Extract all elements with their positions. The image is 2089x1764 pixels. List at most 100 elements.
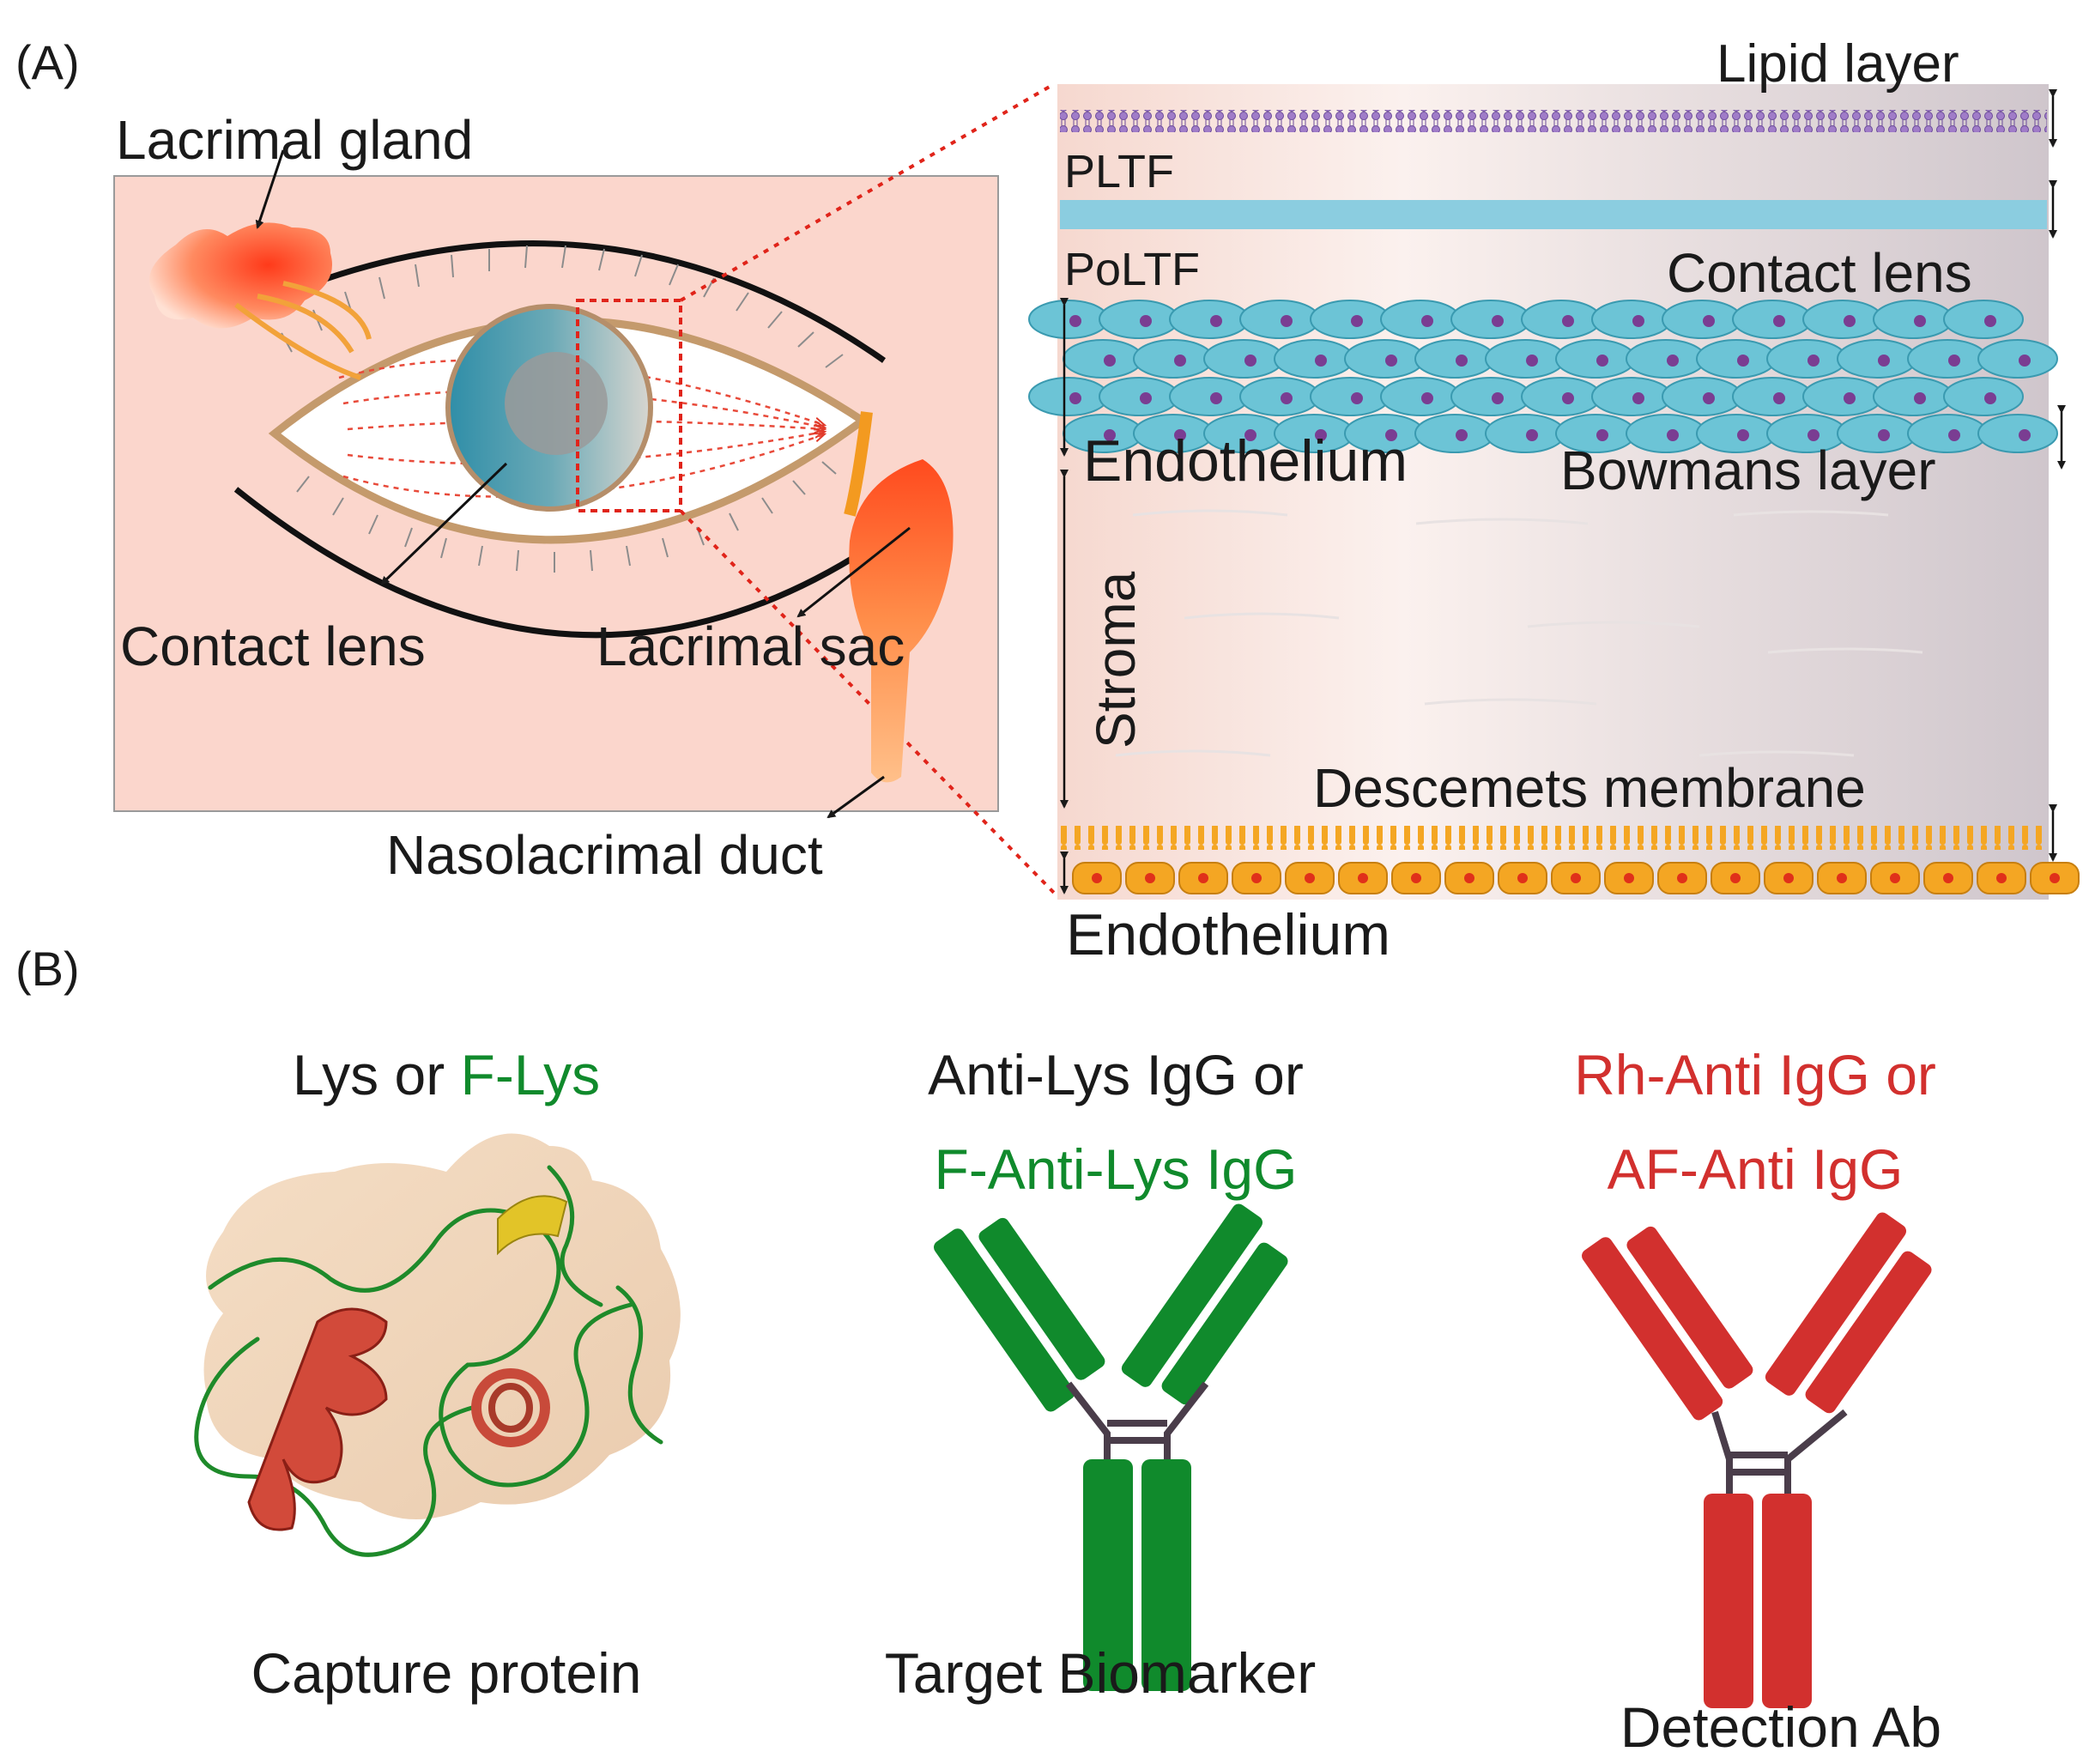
- epithelial-nucleus: [1703, 392, 1715, 404]
- epithelial-nucleus: [1914, 315, 1926, 327]
- epithelial-nucleus: [1596, 429, 1608, 441]
- epithelial-cell: [1626, 339, 1706, 379]
- epithelial-nucleus: [1807, 355, 1820, 367]
- epithelial-nucleus: [2019, 355, 2031, 367]
- epithelial-cell: [1063, 339, 1143, 379]
- bowmans-layer-label: Bowmans layer: [1560, 439, 1936, 501]
- panel-b-tag: (B): [15, 942, 80, 996]
- epithelial-nucleus: [1385, 355, 1397, 367]
- layer-contact-lens-label: Contact lens: [1667, 242, 1972, 304]
- lacrimal-sac: [849, 459, 954, 783]
- epithelial-nucleus: [1351, 315, 1363, 327]
- epithelial-cell: [1943, 377, 2024, 416]
- epithelial-cell: [1414, 414, 1495, 453]
- epithelial-nucleus: [1737, 355, 1749, 367]
- epithelial-nucleus: [1773, 392, 1785, 404]
- endothelial-nucleus: [1943, 873, 1953, 883]
- target-antibody-hinge: [1065, 1381, 1209, 1459]
- target-antibody: [934, 1203, 1288, 1691]
- epithelial-cell: [1485, 414, 1565, 453]
- epithelial-nucleus: [1914, 392, 1926, 404]
- epithelial-cell: [1380, 300, 1461, 339]
- epithelial-cell: [1873, 300, 1953, 339]
- epithelial-nucleus: [1069, 392, 1081, 404]
- epithelial-cell: [1732, 300, 1813, 339]
- epithelial-nucleus: [1104, 429, 1116, 441]
- epithelial-nucleus: [1492, 315, 1504, 327]
- target-title-line2: F-Anti-Lys IgG: [935, 1137, 1298, 1201]
- detection-antibody-hinge: [1711, 1409, 1848, 1494]
- epithelial-cell: [1099, 300, 1179, 339]
- endothelial-nucleus: [1837, 873, 1847, 883]
- endothelial-nucleus: [1411, 873, 1421, 883]
- epithelial-nucleus: [1562, 392, 1574, 404]
- epithelial-nucleus: [1210, 392, 1222, 404]
- epithelial-nucleus: [2019, 429, 2031, 441]
- endothelial-nucleus: [1358, 873, 1368, 883]
- target-title-line1: Anti-Lys IgG or: [928, 1043, 1304, 1106]
- epithelial-cell: [1310, 300, 1390, 339]
- epithelial-nucleus: [1456, 429, 1468, 441]
- epithelial-cell: [1169, 377, 1250, 416]
- epithelial-nucleus: [1315, 429, 1327, 441]
- endothelial-nucleus: [1677, 873, 1687, 883]
- endothelial-nucleus: [1571, 873, 1581, 883]
- endothelial-nucleus: [1783, 873, 1794, 883]
- detection-title-line2: AF-Anti IgG: [1608, 1137, 1904, 1201]
- epithelial-nucleus: [1667, 429, 1679, 441]
- epithelial-nucleus: [1104, 355, 1116, 367]
- endothelium-top-label: Endothelium: [1083, 428, 1408, 494]
- epithelial-nucleus: [1526, 355, 1538, 367]
- target-caption: Target Biomarker: [885, 1641, 1317, 1705]
- epithelial-nucleus: [1174, 355, 1186, 367]
- epithelial-nucleus: [1984, 315, 1996, 327]
- pltf-label: PLTF: [1064, 146, 1174, 197]
- epithelium-cells: [1028, 300, 2058, 453]
- endothelium-bottom-label: Endothelium: [1066, 902, 1390, 967]
- canaliculus: [844, 411, 873, 517]
- lipid-layer-label: Lipid layer: [1717, 34, 1959, 94]
- epithelial-cell: [1943, 300, 2024, 339]
- capture-caption: Capture protein: [251, 1641, 642, 1705]
- epithelial-nucleus: [1562, 315, 1574, 327]
- epithelial-nucleus: [1984, 392, 1996, 404]
- epithelial-nucleus: [1773, 315, 1785, 327]
- thickness-arrows: [1060, 89, 2066, 894]
- epithelial-nucleus: [1596, 355, 1608, 367]
- epithelial-nucleus: [1703, 315, 1715, 327]
- stroma-label: Stroma: [1085, 571, 1147, 749]
- epithelial-cell: [1732, 377, 1813, 416]
- endothelial-nucleus: [2050, 873, 2060, 883]
- upper-lid-curve: [228, 240, 887, 363]
- endothelial-nucleus: [1517, 873, 1528, 883]
- capture-title-lys: Lys or: [293, 1043, 461, 1106]
- zoom-connector-bottom: [679, 509, 1056, 894]
- epithelial-nucleus: [1315, 355, 1327, 367]
- descemets-membrane-label: Descemets membrane: [1313, 757, 1866, 819]
- epithelial-nucleus: [1351, 392, 1363, 404]
- epithelial-cell: [1310, 377, 1390, 416]
- endothelial-nucleus: [1624, 873, 1634, 883]
- endothelial-nucleus: [1092, 873, 1102, 883]
- capture-protein-ribbons: [194, 1165, 663, 1557]
- lower-eyelashes: [296, 461, 837, 573]
- nasolacrimal-duct-label: Nasolacrimal duct: [386, 824, 823, 886]
- epithelial-nucleus: [1948, 429, 1960, 441]
- endothelial-nucleus: [1730, 873, 1741, 883]
- endothelial-nucleus: [1305, 873, 1315, 883]
- epithelial-nucleus: [1244, 429, 1256, 441]
- eye-contact-lens-label: Contact lens: [120, 615, 426, 677]
- epithelial-cell: [1662, 300, 1742, 339]
- epithelial-cell: [1837, 339, 1917, 379]
- lacrimal-sac-arrow: [796, 526, 911, 618]
- epithelial-cell: [1485, 339, 1565, 379]
- epithelial-cell: [1873, 377, 1953, 416]
- epithelial-cell: [1696, 339, 1777, 379]
- epithelial-nucleus: [1526, 429, 1538, 441]
- epithelial-cell: [1028, 300, 1109, 339]
- capture-protein-helices: [247, 1195, 568, 1531]
- endothelial-nucleus: [1996, 873, 2007, 883]
- contact-lens-arrow: [380, 462, 508, 585]
- epithelial-cell: [1099, 377, 1179, 416]
